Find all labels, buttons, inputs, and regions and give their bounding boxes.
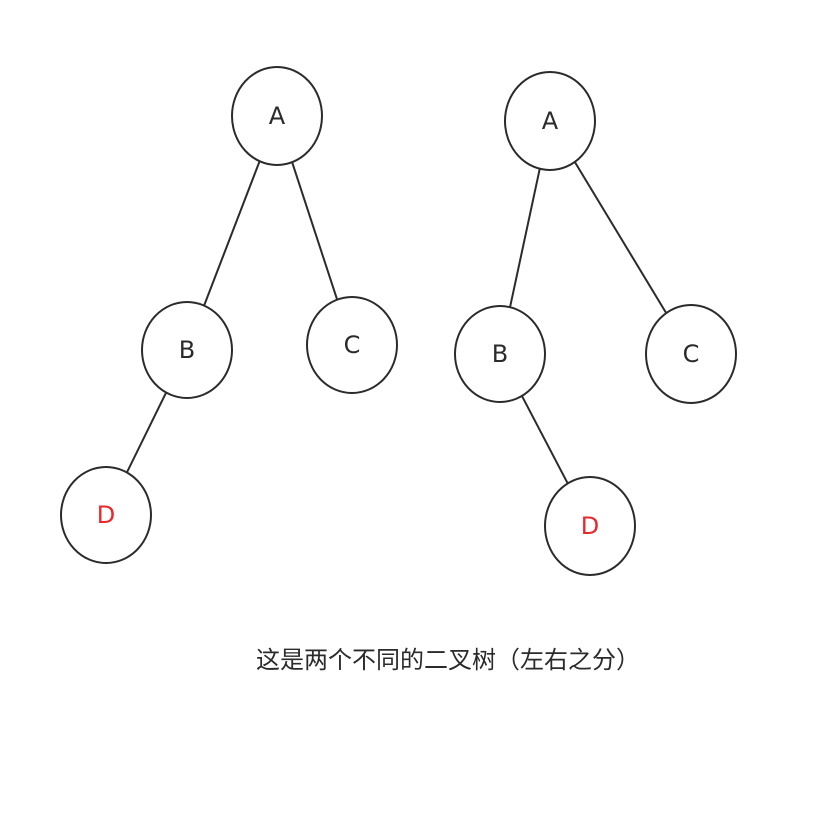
node-circle	[306, 296, 398, 394]
node-circle	[454, 305, 546, 403]
node-label: C	[683, 340, 700, 368]
node-circle	[231, 66, 323, 166]
tree-1-edge-b-d	[125, 392, 168, 473]
node-circle	[645, 304, 737, 404]
tree-1-node-c: C	[306, 296, 398, 394]
tree-2-edge-a-c	[573, 161, 668, 314]
tree-1-node-d: D	[60, 466, 152, 564]
tree-2-edge-a-b	[509, 168, 541, 308]
node-circle	[141, 301, 233, 399]
tree-2-node-b: B	[454, 305, 546, 403]
node-circle	[60, 466, 152, 564]
node-label: A	[542, 107, 559, 135]
tree-1: A B C D	[60, 66, 398, 564]
tree-1-node-a: A	[231, 66, 323, 166]
tree-1-edge-a-b	[203, 160, 261, 306]
caption: 这是两个不同的二叉树（左右之分）	[256, 646, 640, 674]
node-label: B	[492, 340, 508, 368]
node-label: A	[269, 102, 286, 130]
node-circle	[544, 476, 636, 576]
tree-1-node-b: B	[141, 301, 233, 399]
node-circle	[504, 71, 596, 171]
tree-2-node-d: D	[544, 476, 636, 576]
node-label: D	[97, 501, 115, 529]
tree-2-node-a: A	[504, 71, 596, 171]
tree-2: A B C D	[454, 71, 737, 576]
node-label: B	[179, 336, 195, 364]
tree-2-edge-b-d	[521, 395, 569, 484]
tree-1-edge-a-c	[291, 161, 339, 300]
tree-2-node-c: C	[645, 304, 737, 404]
node-label: D	[581, 512, 599, 540]
node-label: C	[344, 331, 361, 359]
